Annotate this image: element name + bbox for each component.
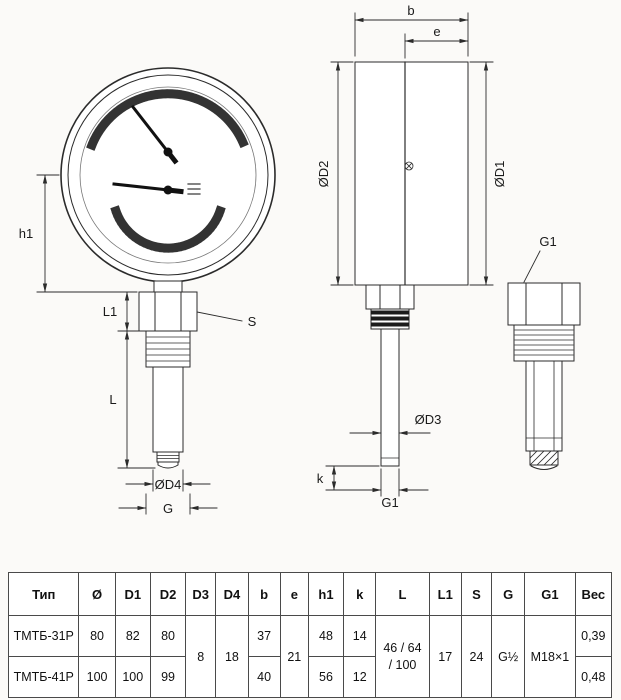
side-hex-nut <box>365 284 415 310</box>
col-header-d3: D3 <box>185 572 217 616</box>
cell-d2: 99 <box>149 656 187 698</box>
dim-g: G <box>118 493 218 516</box>
dim-e: e <box>404 24 469 59</box>
cell-g1-shared: M18×1 <box>524 615 576 698</box>
cell-s-shared: 24 <box>460 615 493 698</box>
col-header-weight: Вес <box>574 572 613 616</box>
cell-type: ТМТБ-41Р <box>7 656 80 698</box>
dim-s-label: S <box>248 314 257 329</box>
dim-b: b <box>354 3 469 57</box>
dim-l-label: L <box>109 392 116 407</box>
table-row-tmtb-31r: ТМТБ-31Р 80 82 80 8 18 37 21 48 14 46 / … <box>7 615 613 698</box>
cell-k: 14 <box>343 615 377 657</box>
cell-b: 37 <box>247 615 281 657</box>
dim-d3: ØD3 <box>349 412 442 436</box>
front-stem <box>138 280 198 469</box>
col-header-d1: D1 <box>114 572 151 616</box>
dim-d4-label: ØD4 <box>155 477 182 492</box>
side-probe <box>380 328 400 467</box>
front-view: h1 L1 L S ØD4 <box>19 67 276 516</box>
col-header-d4: D4 <box>215 572 249 616</box>
cell-diameter: 80 <box>78 615 116 657</box>
fitting-tip-hatch <box>529 450 559 466</box>
col-header-diameter: Ø <box>78 572 116 616</box>
fitting-view: G1 <box>507 234 581 470</box>
case-body <box>354 61 469 286</box>
probe <box>152 366 184 453</box>
col-header-k: k <box>343 572 377 616</box>
col-header-l1: L1 <box>428 572 462 616</box>
probe-tip <box>156 451 180 463</box>
dim-g1-side: G1 <box>351 468 429 510</box>
dim-d1: ØD1 <box>469 61 507 286</box>
probe-tip-cap <box>157 461 179 469</box>
dim-h1: h1 <box>19 174 138 293</box>
table-row-tmtb-41r: ТМТБ-41Р 100 100 99 40 56 12 0,48 <box>7 656 613 698</box>
cell-l1-shared: 17 <box>428 615 462 698</box>
dimensions-table: Тип Ø D1 D2 D3 D4 b e h1 k L L1 S G G1 В… <box>7 572 613 698</box>
dim-d4: ØD4 <box>125 469 211 492</box>
dim-d1-label: ØD1 <box>492 161 507 188</box>
cell-d1: 100 <box>114 656 151 698</box>
hex-nut <box>138 291 198 332</box>
dim-h1-label: h1 <box>19 226 33 241</box>
adjuster-marks <box>187 183 201 195</box>
fitting-g1-label: G1 <box>539 234 556 249</box>
neck <box>153 280 183 293</box>
col-header-type: Тип <box>7 572 80 616</box>
col-header-g: G <box>491 572 526 616</box>
col-header-b: b <box>247 572 281 616</box>
col-header-h1: h1 <box>307 572 345 616</box>
dim-l: L <box>109 330 156 469</box>
fitting-g1-leader <box>523 250 541 283</box>
side-view: b e ØD2 ØD1 <box>316 3 507 510</box>
fitting-body <box>525 360 563 452</box>
dim-d3-label: ØD3 <box>415 412 442 427</box>
dim-l1-label: L1 <box>103 304 117 319</box>
side-stem <box>365 284 415 467</box>
pressure-scale-ticks <box>110 205 226 253</box>
cell-weight: 0,39 <box>574 615 613 657</box>
cell-d2: 80 <box>149 615 187 657</box>
side-adjust-screw <box>404 161 414 171</box>
col-header-d2: D2 <box>149 572 187 616</box>
pressure-needle <box>112 182 184 195</box>
col-header-g1: G1 <box>524 572 576 616</box>
cell-b: 40 <box>247 656 281 698</box>
dim-b-label: b <box>407 3 414 18</box>
cell-h1: 56 <box>307 656 345 698</box>
cell-d1: 82 <box>114 615 151 657</box>
dim-g1-side-label: G1 <box>381 495 398 510</box>
col-header-e: e <box>279 572 309 616</box>
fitting-tip-cap <box>530 464 558 470</box>
cell-type: ТМТБ-31Р <box>7 615 80 657</box>
temperature-scale-ticks <box>86 89 250 151</box>
dim-d2-label: ØD2 <box>316 161 331 188</box>
fitting-hex-nut <box>507 282 581 326</box>
gauge-inner-rim <box>67 74 269 276</box>
cell-d3-shared: 8 <box>185 615 217 698</box>
cell-d4-shared: 18 <box>215 615 249 698</box>
cell-diameter: 100 <box>78 656 116 698</box>
table-header-row: Тип Ø D1 D2 D3 D4 b e h1 k L L1 S G G1 В… <box>7 572 613 616</box>
cell-e-shared: 21 <box>279 615 309 698</box>
technical-drawing: h1 L1 L S ØD4 <box>19 3 581 516</box>
dim-s: S <box>196 311 257 329</box>
dim-k: k <box>317 465 380 491</box>
dim-e-label: e <box>433 24 440 39</box>
dim-d2: ØD2 <box>316 61 354 286</box>
cell-weight: 0,48 <box>574 656 613 698</box>
cell-l-shared: 46 / 64 / 100 <box>375 615 430 698</box>
cell-g-shared: G½ <box>491 615 526 698</box>
gauge-dial-edge <box>79 86 257 264</box>
cell-h1: 48 <box>307 615 345 657</box>
col-header-s: S <box>460 572 493 616</box>
temperature-needle <box>130 104 179 165</box>
dim-l1: L1 <box>103 291 145 332</box>
col-header-l: L <box>375 572 430 616</box>
cell-k: 12 <box>343 656 377 698</box>
dim-g-label: G <box>163 501 173 516</box>
dim-k-label: k <box>317 471 324 486</box>
